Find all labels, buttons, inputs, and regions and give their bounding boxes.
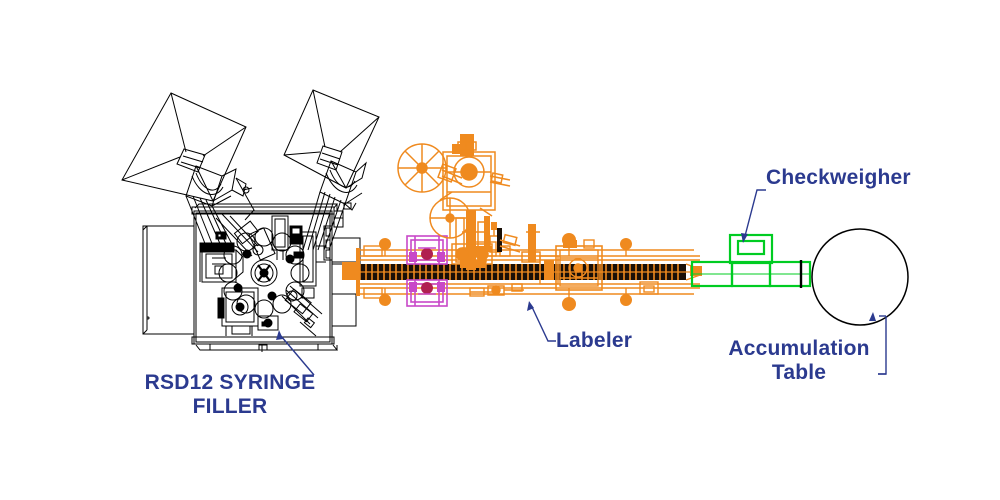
inspection-station bbox=[406, 235, 448, 307]
right-hopper-icon bbox=[283, 89, 380, 251]
callout-leaders bbox=[276, 189, 887, 376]
machine-labeler bbox=[397, 134, 541, 296]
leader-labeler bbox=[527, 301, 556, 342]
label-rsd12-syringe-filler: RSD12 SYRINGE FILLER bbox=[144, 371, 316, 418]
machine-checkweigher bbox=[690, 233, 812, 288]
leader-accumulation bbox=[869, 312, 887, 375]
machine-conveyor bbox=[342, 233, 702, 311]
machine-syringe-filler bbox=[121, 89, 380, 352]
machine-accumulation-table bbox=[811, 228, 909, 326]
leader-checkweigher bbox=[741, 189, 766, 243]
filler-mechanisms bbox=[199, 213, 326, 337]
leader-filler bbox=[276, 330, 315, 376]
left-hopper-icon bbox=[121, 92, 255, 249]
label-labeler: Labeler bbox=[556, 329, 633, 352]
label-checkweigher: Checkweigher bbox=[766, 166, 911, 189]
label-accumulation-table: Accumulation Table bbox=[728, 337, 870, 384]
rotary-carousel bbox=[218, 227, 310, 319]
